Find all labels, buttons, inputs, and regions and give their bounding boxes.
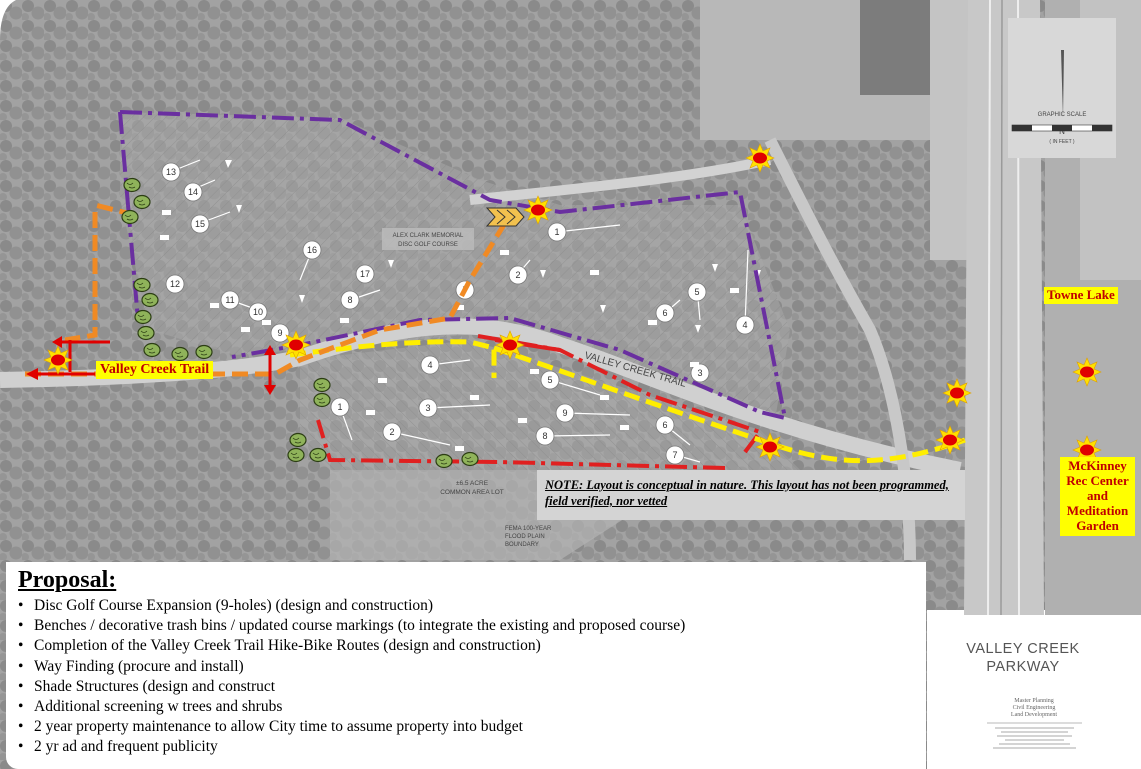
- proposal-panel: Proposal: Disc Golf Course Expansion (9-…: [6, 562, 926, 769]
- project-name: VALLEY CREEK PARKWAY: [927, 640, 1119, 676]
- proposal-item: Additional screening w trees and shrubs: [18, 697, 926, 717]
- firm-fine-print: [987, 722, 1082, 749]
- hole-number: 6: [662, 308, 667, 318]
- hole-number: 17: [360, 269, 370, 279]
- graphic-scale-label: GRAPHIC SCALE: [1038, 112, 1087, 118]
- proposal-title: Proposal:: [18, 567, 117, 593]
- valley-creek-trail-label: Valley Creek Trail: [96, 361, 214, 380]
- proposed-hole-number: 3: [425, 403, 430, 413]
- mckinney-rec-center-label: McKinney Rec Center and Meditation Garde…: [1060, 457, 1135, 536]
- hole-number: 9: [277, 328, 282, 338]
- hole-number: 14: [188, 187, 198, 197]
- trail-arrows: [26, 336, 276, 395]
- proposal-item: 2 year property maintenance to allow Cit…: [18, 717, 926, 737]
- hole-number: 3: [697, 368, 702, 378]
- existing-course-boundary: [119, 110, 788, 421]
- proposed-hole-number: 8: [542, 431, 547, 441]
- svg-text:FEMA 100-YEAR: FEMA 100-YEAR: [505, 526, 552, 532]
- trail-existing-route: [289, 339, 966, 464]
- svg-text:FLOOD PLAIN: FLOOD PLAIN: [505, 534, 545, 540]
- discipline-line: Land Development: [1010, 712, 1058, 718]
- graphic-scale-bar: [1011, 124, 1113, 132]
- label-line: Meditation: [1066, 502, 1129, 518]
- proposed-hole-number: 5: [547, 375, 552, 385]
- proposal-item: Way Finding (procure and install): [18, 657, 926, 677]
- label-line: and: [1087, 487, 1108, 503]
- proposed-disc-golf-holes: 1 2 3 4 5 6 7 8 9: [330, 355, 701, 465]
- proposed-hole-number: 1: [337, 402, 342, 412]
- hole-number: 15: [195, 219, 205, 229]
- proposal-item: Completion of the Valley Creek Trail Hik…: [18, 636, 926, 656]
- label-line: Garden: [1076, 517, 1119, 533]
- hole-number: 10: [253, 307, 263, 317]
- proposal-item: Benches / decorative trash bins / update…: [18, 616, 926, 636]
- project-name-line: VALLEY CREEK: [966, 641, 1080, 657]
- course-label: ALEX CLARK MEMORIAL DISC GOLF COURSE: [382, 228, 474, 250]
- project-name-line: PARKWAY: [986, 659, 1060, 675]
- proposal-item: Shade Structures (design and construct: [18, 677, 926, 697]
- hole-number: 16: [307, 245, 317, 255]
- hole-number: 1: [554, 227, 559, 237]
- proposed-hole-number: 6: [662, 420, 667, 430]
- svg-text:±6.5 ACRE: ±6.5 ACRE: [456, 480, 489, 487]
- north-arrow-letter: N: [1059, 127, 1065, 136]
- hole-number: 13: [166, 167, 176, 177]
- hole-number: 4: [742, 320, 747, 330]
- proposal-item: 2 yr ad and frequent publicity: [18, 737, 926, 757]
- hole-number: 2: [515, 270, 520, 280]
- hole-number: 11: [225, 295, 234, 305]
- svg-text:DISC GOLF COURSE: DISC GOLF COURSE: [398, 242, 458, 248]
- graphic-scale-units: ( IN FEET ): [1049, 139, 1075, 145]
- proposed-hole-number: 2: [389, 427, 394, 437]
- proposed-hole-number: 9: [562, 408, 567, 418]
- hole-number: 5: [694, 287, 699, 297]
- svg-text:ALEX CLARK MEMORIAL: ALEX CLARK MEMORIAL: [393, 233, 464, 239]
- towne-lake-label: Towne Lake: [1044, 287, 1118, 304]
- proposal-item: Disc Golf Course Expansion (9-holes) (de…: [18, 596, 926, 616]
- label-line: McKinney: [1068, 458, 1127, 473]
- svg-text:BOUNDARY: BOUNDARY: [505, 542, 539, 548]
- label-line: Rec Center: [1066, 472, 1129, 488]
- existing-disc-golf-holes: 1 2 3 4 5 6 7 8 9 10 11 12 13 14 15 16 1…: [160, 159, 761, 383]
- discipline-line: Civil Engineering: [1012, 705, 1056, 711]
- firm-disciplines: Master Planning Civil Engineering Land D…: [979, 698, 1089, 719]
- svg-text:COMMON AREA LOT: COMMON AREA LOT: [440, 489, 504, 496]
- proposed-hole-number: 7: [672, 450, 677, 460]
- trailhead-sign-icon: [485, 207, 525, 227]
- proposed-hole-number: 4: [427, 360, 432, 370]
- title-block: VALLEY CREEK PARKWAY Master Planning Civ…: [927, 618, 1141, 769]
- hole-number: 12: [170, 279, 180, 289]
- conceptual-layout-note: NOTE: Layout is conceptual in nature. Th…: [537, 470, 965, 520]
- proposal-list: Disc Golf Course Expansion (9-holes) (de…: [6, 596, 926, 758]
- flood-plain-label: FEMA 100-YEAR FLOOD PLAIN BOUNDARY: [505, 526, 552, 548]
- lot-area-label: ±6.5 ACRE COMMON AREA LOT: [440, 480, 504, 496]
- discipline-line: Master Planning: [1014, 698, 1054, 704]
- hole-number: 8: [347, 295, 352, 305]
